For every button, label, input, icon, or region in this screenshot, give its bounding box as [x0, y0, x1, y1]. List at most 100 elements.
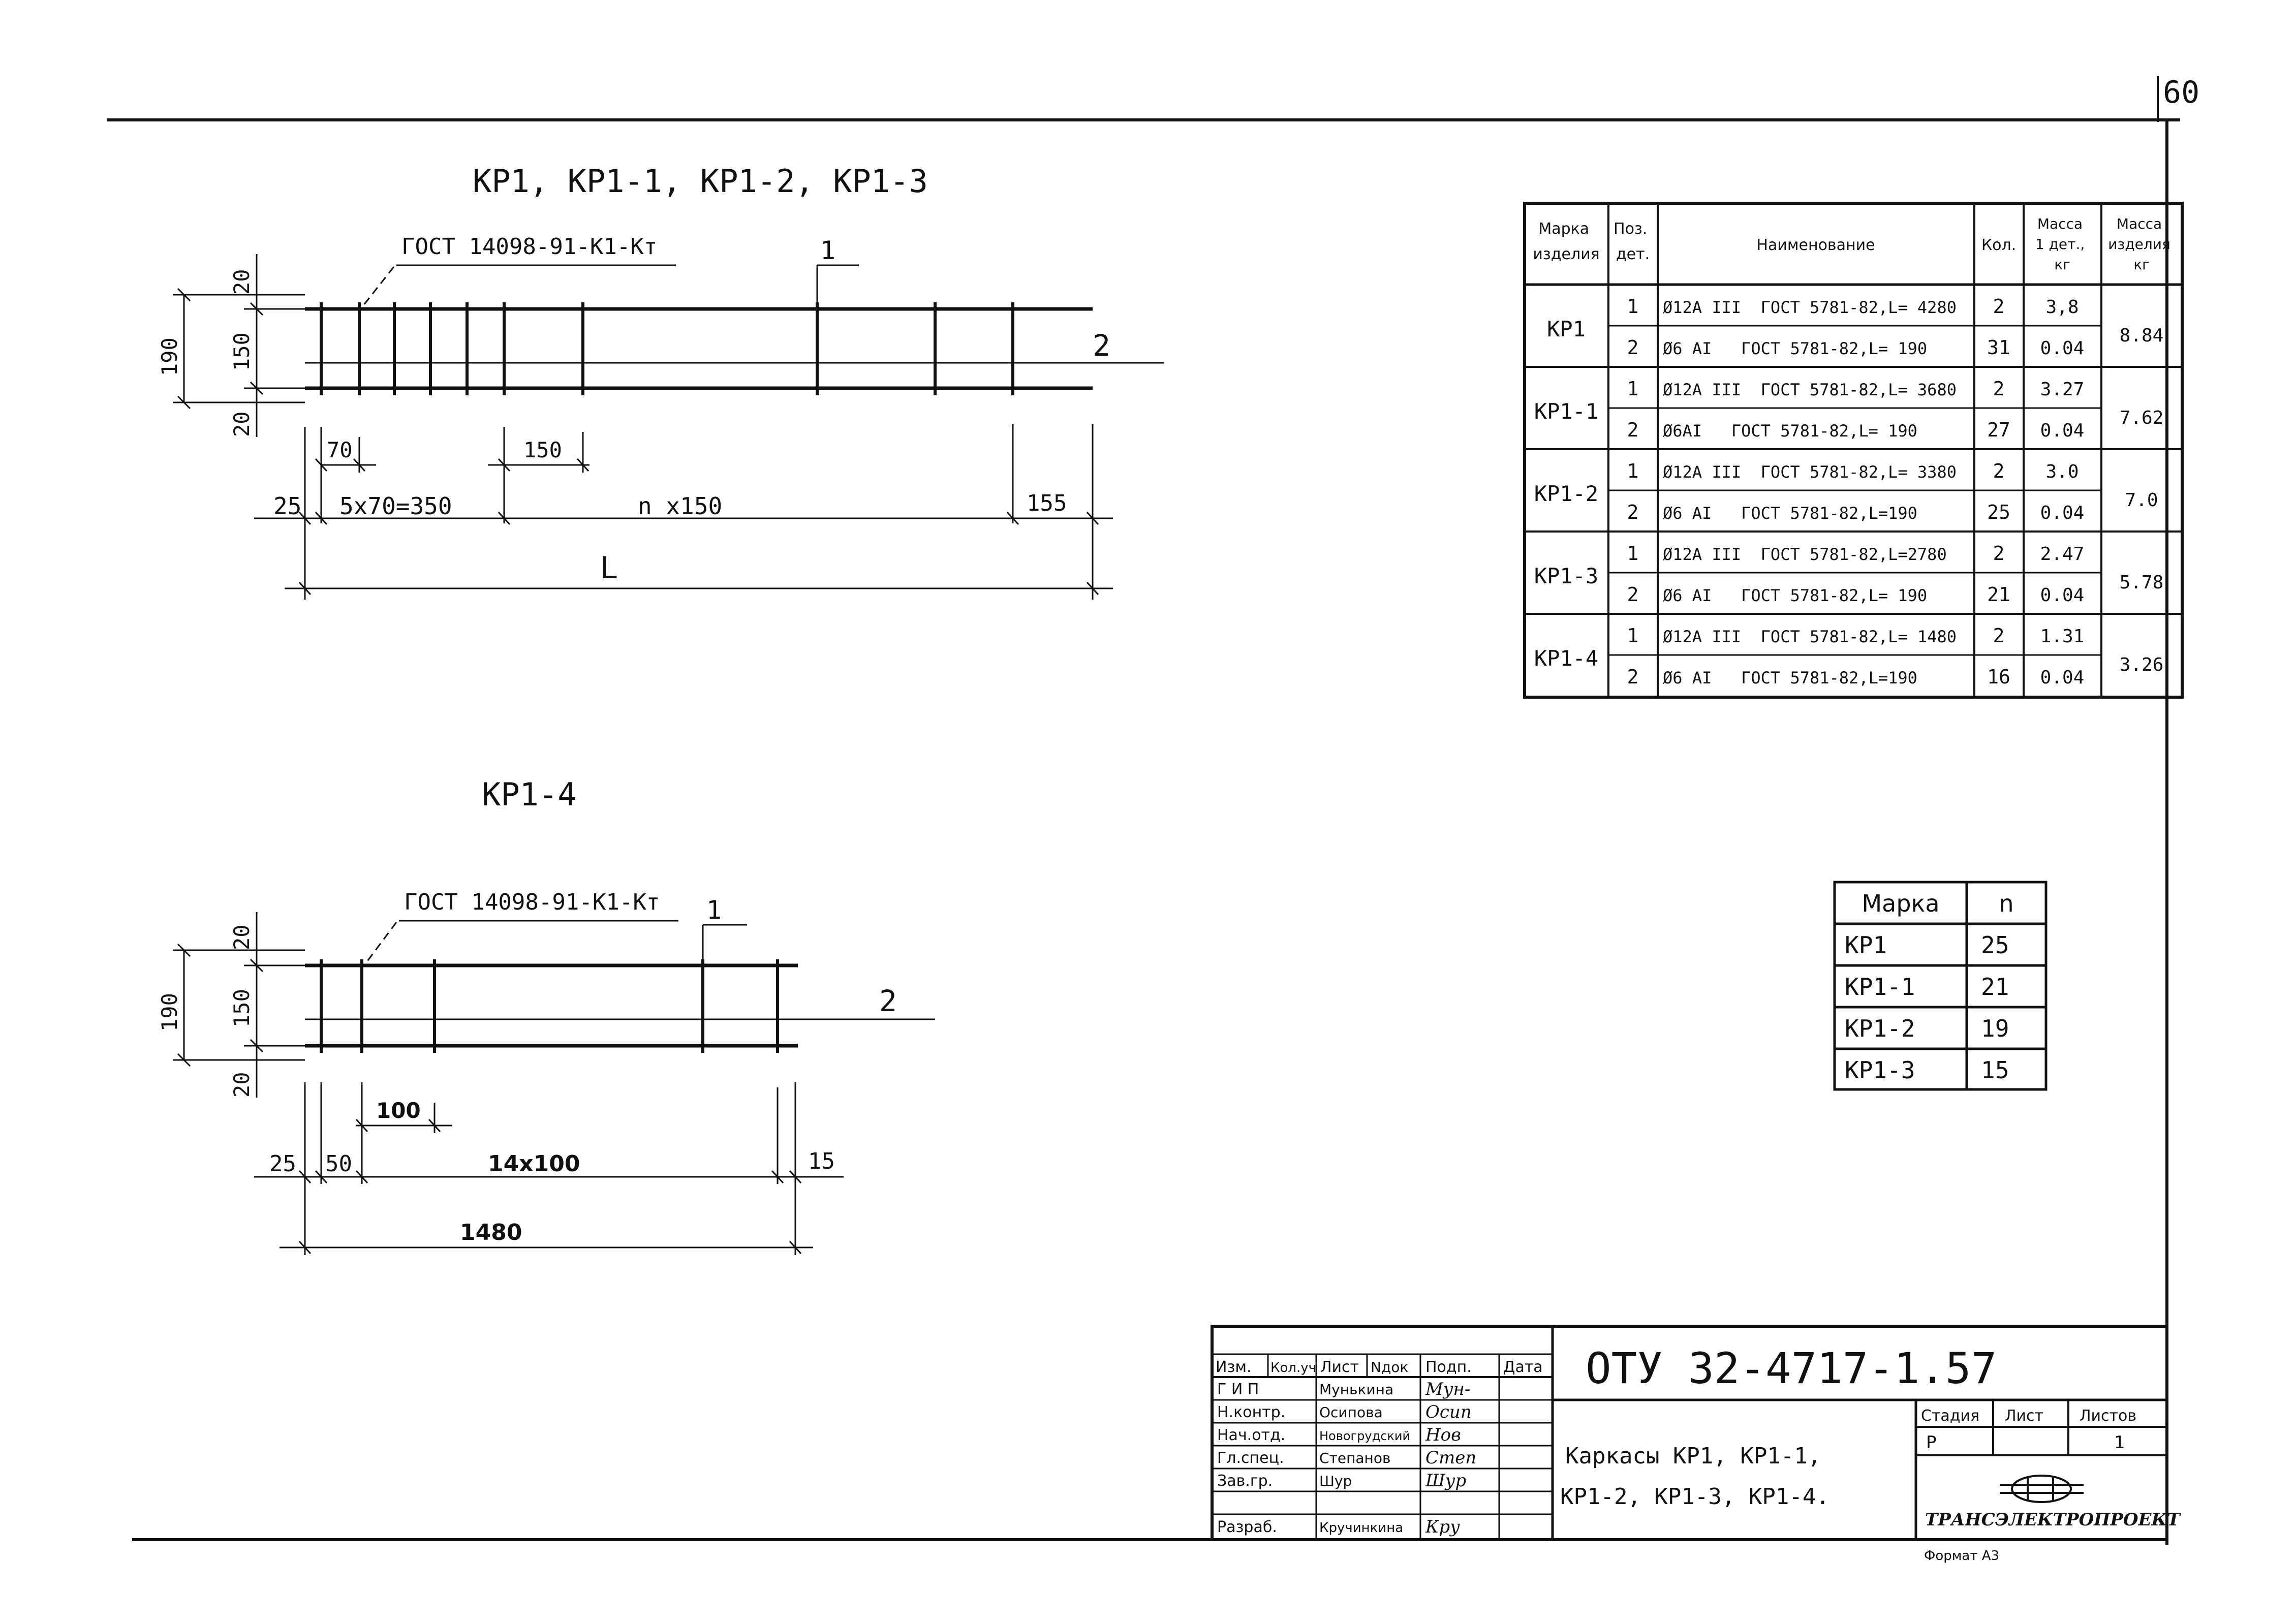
transverse-bars	[320, 302, 1014, 395]
title-block: ОТУ 32-4717-1.57 Изм. Кол.уч Лист Nдок П…	[1211, 1325, 2181, 1541]
row-name: Ø12А III ГОСТ 5781-82,L=2780	[1663, 545, 1947, 564]
row-pos: 1	[1627, 624, 1639, 647]
row-mass: 1.31	[2040, 626, 2085, 647]
dim-20-bottom: 20	[229, 411, 254, 437]
org-logo-icon	[2000, 1475, 2084, 1503]
n-table: Марка n КР1 25 КР1-1 21 КР1-2 19 КР1-3 1…	[1833, 881, 2048, 1091]
tb-list-header: Лист	[2005, 1407, 2043, 1425]
row-name: Ø12А III ГОСТ 5781-82,L= 1480	[1663, 627, 1957, 646]
position-1-label: 1	[820, 236, 835, 265]
tb-signature: Шур	[1425, 1471, 1466, 1491]
drawing-title: КР1-4	[482, 776, 577, 813]
row-qty: 27	[1987, 419, 2010, 441]
row-mass-item: 5.78	[2120, 572, 2164, 593]
dim-100: 100	[376, 1098, 421, 1123]
row-mass: 2.47	[2040, 544, 2085, 565]
drawing-title: КР1, КР1-1, КР1-2, КР1-3	[473, 163, 928, 200]
tb-name: Шур	[1319, 1473, 1352, 1489]
tb-name: Мунькина	[1319, 1381, 1393, 1398]
row-qty: 2	[1993, 542, 2005, 565]
dim-50: 50	[325, 1151, 352, 1177]
tb-signature: Осип	[1425, 1402, 1472, 1422]
longitudinal-bars	[305, 963, 798, 1048]
row-pos: 2	[1627, 666, 1639, 688]
tb-signature: Нов	[1425, 1425, 1461, 1445]
header-mass-one: Масса 1 дет., кг	[2035, 215, 2089, 273]
dim-20-top: 20	[229, 269, 254, 295]
table-row: КР1-3 1 Ø12А III ГОСТ 5781-82,L=2780 2 2…	[1534, 542, 2164, 606]
table-row: КР1-2 1 Ø12А III ГОСТ 5781-82,L= 3380 2 …	[1534, 460, 2158, 523]
row-qty: 21	[1987, 583, 2010, 606]
dim-L: L	[600, 550, 618, 586]
dim-15: 15	[808, 1148, 835, 1174]
position-1-label: 1	[706, 895, 722, 925]
tb-signature: Мун-	[1425, 1379, 1470, 1399]
table-row: КР1 1 Ø12А III ГОСТ 5781-82,L= 4280 2 3,…	[1547, 295, 2163, 359]
tb-header-podp: Подп.	[1425, 1358, 1472, 1376]
row-name: Ø6 АI ГОСТ 5781-82,L=190	[1663, 668, 1917, 688]
row-mass: 0.04	[2040, 667, 2085, 688]
dim-25: 25	[273, 492, 301, 520]
tb-org-name: ТРАНСЭЛЕКТРОПРОЕКТ	[1925, 1510, 2181, 1530]
n-header-n: n	[1999, 890, 2013, 917]
row-mass: 0.04	[2040, 338, 2085, 359]
row-pos: 2	[1627, 419, 1639, 441]
header-mass-item: Масса изделия кг	[2108, 215, 2175, 273]
dim-20-top: 20	[229, 924, 254, 950]
tb-stage-value: Р	[1926, 1432, 1937, 1453]
row-qty: 2	[1993, 624, 2005, 647]
row-mass-item: 3.26	[2120, 654, 2164, 675]
header-name: Наименование	[1756, 236, 1875, 254]
header-qty: Кол.	[1981, 236, 2016, 254]
tb-name: Кручинкина	[1319, 1520, 1403, 1536]
tb-sheets-header: Листов	[2080, 1407, 2136, 1425]
position-2-label: 2	[879, 984, 897, 1018]
row-name: Ø12А III ГОСТ 5781-82,L= 3380	[1663, 462, 1957, 482]
row-mass-item: 7.62	[2120, 408, 2164, 428]
row-qty: 16	[1987, 666, 2010, 688]
dim-155: 155	[1027, 490, 1067, 516]
tb-role: Зав.гр.	[1217, 1472, 1273, 1490]
row-name: Ø6 АI ГОСТ 5781-82,L= 190	[1663, 586, 1927, 605]
row-mark: КР1-3	[1534, 564, 1598, 588]
row-qty: 31	[1987, 336, 2010, 359]
dim-150: 150	[229, 332, 254, 371]
row-name: Ø6 АI ГОСТ 5781-82,L= 190	[1663, 339, 1927, 358]
dim-70: 70	[327, 438, 353, 462]
frame-drawing-kr1-4: КР1-4 ГОСТ 14098-91-К1-Кт 1 2	[157, 776, 935, 1255]
n-row-value: 25	[1981, 931, 2009, 959]
table-row: КР1-1 1 Ø12А III ГОСТ 5781-82,L= 3680 2 …	[1534, 378, 2164, 441]
tb-description: Каркасы КР1, КР1-1, КР1-2, КР1-3, КР1-4.	[1560, 1443, 1835, 1510]
n-row-mark: КР1-1	[1845, 973, 1915, 1001]
tb-role: Нач.отд.	[1217, 1426, 1285, 1444]
row-pos: 1	[1627, 295, 1639, 318]
n-row-mark: КР1-2	[1845, 1015, 1915, 1042]
row-mark: КР1	[1547, 317, 1586, 341]
title-code: ОТУ 32-4717-1.57	[1586, 1344, 1997, 1393]
row-pos: 2	[1627, 583, 1639, 606]
tb-header-koluch: Кол.уч	[1270, 1360, 1316, 1376]
row-mark: КР1-2	[1534, 481, 1598, 506]
header-pos: Поз. дет.	[1614, 220, 1652, 263]
row-mark: КР1-4	[1534, 646, 1598, 671]
row-name: Ø6АI ГОСТ 5781-82,L= 190	[1663, 421, 1917, 441]
tb-role: Г И П	[1217, 1381, 1259, 1398]
sheet-frame	[107, 76, 2180, 1545]
dim-nx150: n x150	[638, 492, 722, 520]
tb-name: Новогрудский	[1319, 1429, 1410, 1443]
row-pos: 1	[1627, 378, 1639, 400]
n-row-mark: КР1	[1845, 931, 1887, 959]
row-mass-item: 8.84	[2120, 325, 2164, 346]
tb-role: Н.контр.	[1217, 1403, 1285, 1421]
row-mass: 3.27	[2040, 379, 2085, 400]
n-header-mark: Марка	[1862, 890, 1939, 917]
dim-190: 190	[157, 337, 182, 376]
tb-header-date: Дата	[1503, 1358, 1543, 1376]
dim-150: 150	[229, 989, 254, 1027]
row-qty: 25	[1987, 501, 2010, 523]
row-pos: 1	[1627, 542, 1639, 565]
gost-label: ГОСТ 14098-91-К1-Кт	[401, 234, 657, 260]
table-row: КР1-4 1 Ø12А III ГОСТ 5781-82,L= 1480 2 …	[1534, 624, 2164, 688]
transverse-bars	[320, 959, 779, 1053]
